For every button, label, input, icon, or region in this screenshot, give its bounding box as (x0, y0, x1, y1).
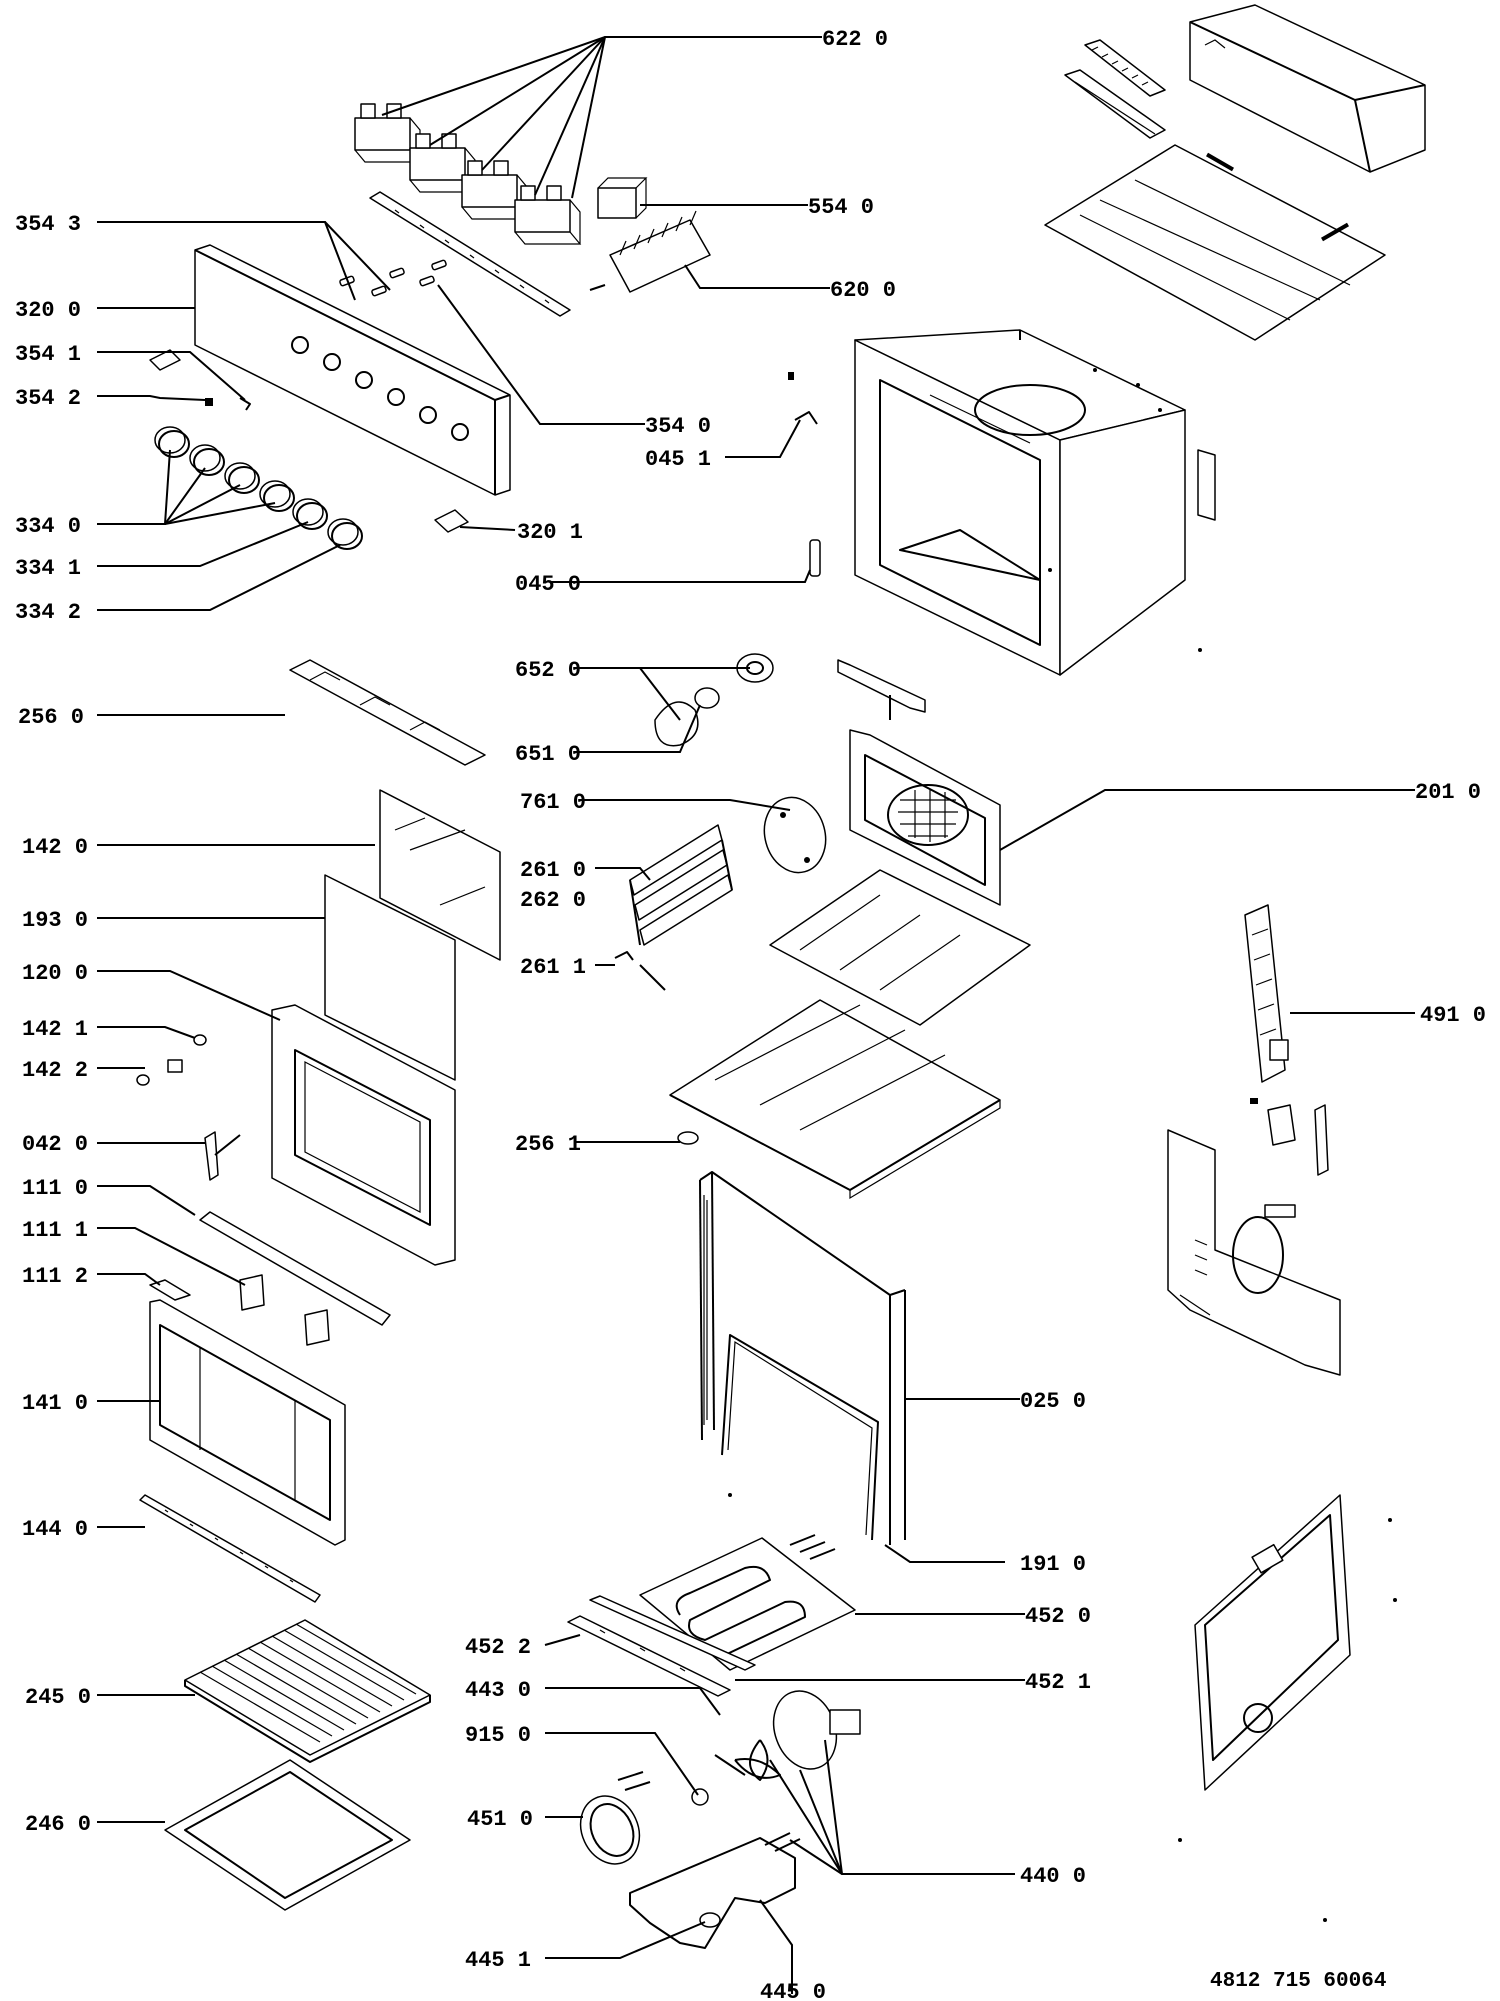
door-small-parts (136, 1034, 241, 1181)
label-025-0: 025 0 (1020, 1389, 1086, 1414)
misc-dots-part (728, 368, 1397, 1922)
label-491-0: 491 0 (1420, 1003, 1486, 1028)
small-spacer-part (614, 951, 699, 1145)
label-651-0: 651 0 (515, 742, 581, 767)
label-451-0: 451 0 (467, 1807, 533, 1832)
cavity-wrap-part (699, 1171, 906, 1545)
door-seal-part (289, 659, 486, 766)
small-clips-part (149, 349, 821, 577)
label-354-3: 354 3 (15, 212, 81, 237)
label-320-1: 320 1 (517, 520, 583, 545)
label-261-0: 261 0 (520, 858, 586, 883)
oven-floor-plates-part (669, 869, 1031, 1200)
door-bottom-strip-part (139, 1494, 321, 1603)
label-042-0: 042 0 (22, 1132, 88, 1157)
label-142-0: 142 0 (22, 835, 88, 860)
door-frame-part (271, 1004, 456, 1266)
label-144-0: 144 0 (22, 1517, 88, 1542)
label-191-0: 191 0 (1020, 1552, 1086, 1577)
label-141-0: 141 0 (22, 1391, 88, 1416)
label-111-2: 111 2 (22, 1264, 88, 1289)
label-261-1: 261 1 (520, 955, 586, 980)
door-glass-part (324, 874, 456, 1081)
thermostat-parts (1250, 1098, 1329, 1176)
label-245-0: 245 0 (25, 1685, 91, 1710)
rear-cover-part (1194, 1494, 1351, 1791)
label-246-0: 246 0 (25, 1812, 91, 1837)
label-334-0: 334 0 (15, 514, 81, 539)
fan-cover-rear-panel-part (849, 729, 1001, 906)
baking-tray-part (164, 1759, 411, 1911)
hinge-bracket-part (837, 659, 926, 720)
label-354-2: 354 2 (15, 386, 81, 411)
label-111-1: 111 1 (22, 1218, 88, 1243)
switch-block-parts (354, 103, 582, 245)
leader-lines (97, 36, 1415, 1994)
top-plate-part (1044, 144, 1386, 341)
label-452-0: 452 0 (1025, 1604, 1091, 1629)
label-045-0: 045 0 (515, 572, 581, 597)
element-support-part (567, 1595, 756, 1697)
label-452-1: 452 1 (1025, 1670, 1091, 1695)
label-201-0: 201 0 (1415, 780, 1481, 805)
label-256-1: 256 1 (515, 1132, 581, 1157)
door-seal-gasket-part (721, 1334, 879, 1541)
label-334-2: 334 2 (15, 600, 81, 625)
document-number: 4812 715 60064 (1210, 1970, 1386, 1993)
label-193-0: 193 0 (22, 908, 88, 933)
timer-switch-part (597, 177, 648, 219)
label-045-1: 045 1 (645, 447, 711, 472)
label-142-2: 142 2 (22, 1058, 88, 1083)
shelf-runners-part (629, 824, 733, 946)
part-drawings (136, 4, 1426, 1949)
label-452-2: 452 2 (465, 1635, 531, 1660)
label-761-0: 761 0 (520, 790, 586, 815)
outer-door-panel-part (149, 1299, 346, 1546)
label-443-0: 443 0 (465, 1678, 531, 1703)
terminal-strip-part (1064, 39, 1166, 139)
door-handle-part (149, 1211, 391, 1346)
part-labels: 622 0 554 0 620 0 354 3 320 0 354 1 354 … (15, 27, 1486, 2001)
grill-element-part (639, 1534, 856, 1671)
label-256-0: 256 0 (18, 705, 84, 730)
control-knobs-part (154, 426, 363, 550)
label-262-0: 262 0 (520, 888, 586, 913)
label-334-1: 334 1 (15, 556, 81, 581)
label-915-0: 915 0 (465, 1723, 531, 1748)
spindle-pins-part (339, 259, 447, 297)
fan-motor-part (691, 1690, 861, 1806)
switch-bracket-part (369, 191, 571, 317)
label-111-0: 111 0 (22, 1176, 88, 1201)
label-445-0: 445 0 (760, 1980, 826, 2001)
label-620-0: 620 0 (830, 278, 896, 303)
round-plate-part (763, 796, 827, 874)
terminal-block-part (589, 210, 711, 293)
fan-ring-part (579, 1771, 651, 1865)
door-glass-inner-part (379, 789, 501, 961)
oven-rack-part (184, 1619, 431, 1763)
side-bracket-part (1244, 904, 1289, 1083)
oven-cavity-frame-part (854, 329, 1216, 676)
label-354-0: 354 0 (645, 414, 711, 439)
circular-element-part (629, 1832, 801, 1949)
label-120-0: 120 0 (22, 961, 88, 986)
label-652-0: 652 0 (515, 658, 581, 683)
side-panel-part (1167, 1129, 1341, 1376)
top-cover-part (1189, 4, 1426, 173)
label-554-0: 554 0 (808, 195, 874, 220)
label-440-0: 440 0 (1020, 1864, 1086, 1889)
label-320-0: 320 0 (15, 298, 81, 323)
control-panel-part (194, 244, 511, 496)
label-622-0: 622 0 (822, 27, 888, 52)
label-354-1: 354 1 (15, 342, 81, 367)
label-445-1: 445 1 (465, 1948, 531, 1973)
label-142-1: 142 1 (22, 1017, 88, 1042)
